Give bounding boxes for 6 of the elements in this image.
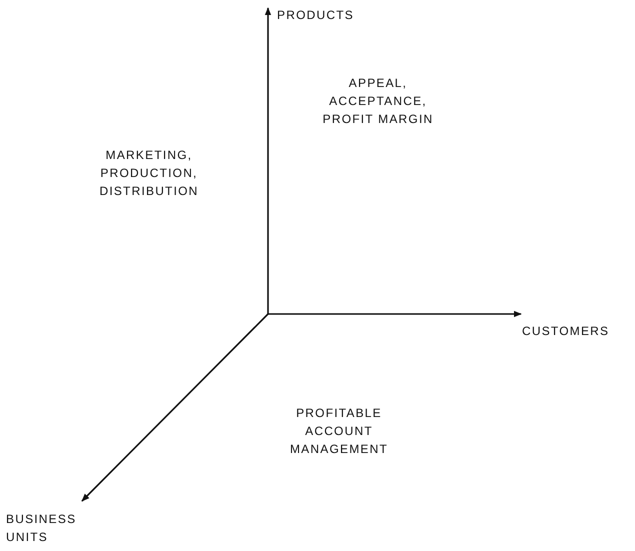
axis-label: PRODUCTS <box>277 7 355 24</box>
region-label: PROFITABLE ACCOUNT MANAGEMENT <box>288 405 389 458</box>
axis-label: CUSTOMERS <box>522 323 610 340</box>
axis-label: BUSINESS UNITS <box>6 511 78 546</box>
region-label: MARKETING, PRODUCTION, DISTRIBUTION <box>98 147 200 200</box>
region-label: APPEAL, ACCEPTANCE, PROFIT MARGIN <box>322 75 434 128</box>
